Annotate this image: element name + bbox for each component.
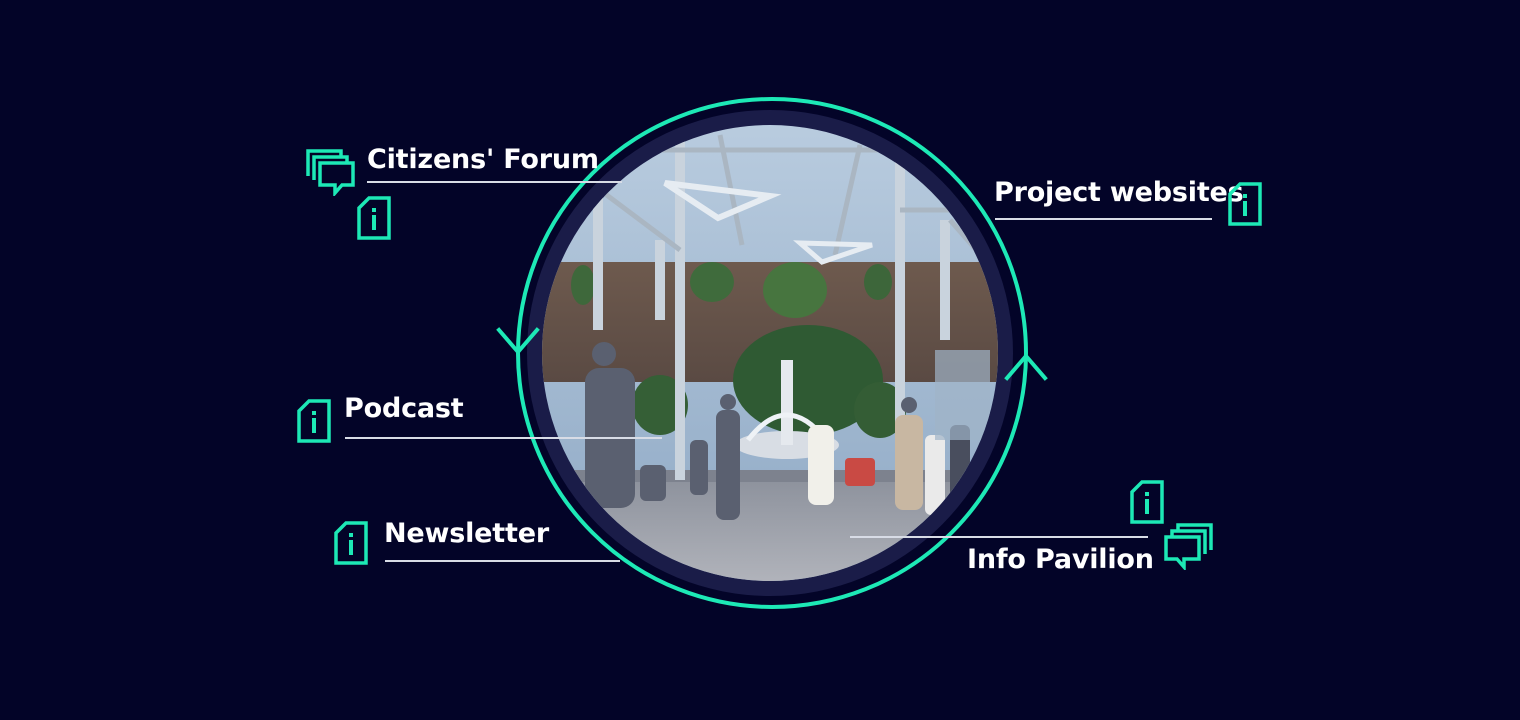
info-document-icon	[1130, 480, 1164, 524]
label-info-pavilion: Info Pavilion	[967, 544, 1154, 575]
label-podcast: Podcast	[344, 393, 464, 424]
chevron-down-icon	[496, 327, 540, 356]
info-document-icon	[1228, 182, 1262, 226]
label-project-websites: Project websites	[994, 177, 1244, 208]
label-newsletter: Newsletter	[384, 518, 549, 549]
chat-bubbles-icon	[306, 149, 355, 196]
label-citizens-forum: Citizens' Forum	[367, 144, 599, 175]
info-document-icon	[357, 196, 391, 240]
chevron-up-icon	[1004, 352, 1048, 381]
info-document-icon	[334, 521, 368, 565]
info-document-icon	[297, 399, 331, 443]
chat-bubbles-icon	[1164, 523, 1213, 570]
